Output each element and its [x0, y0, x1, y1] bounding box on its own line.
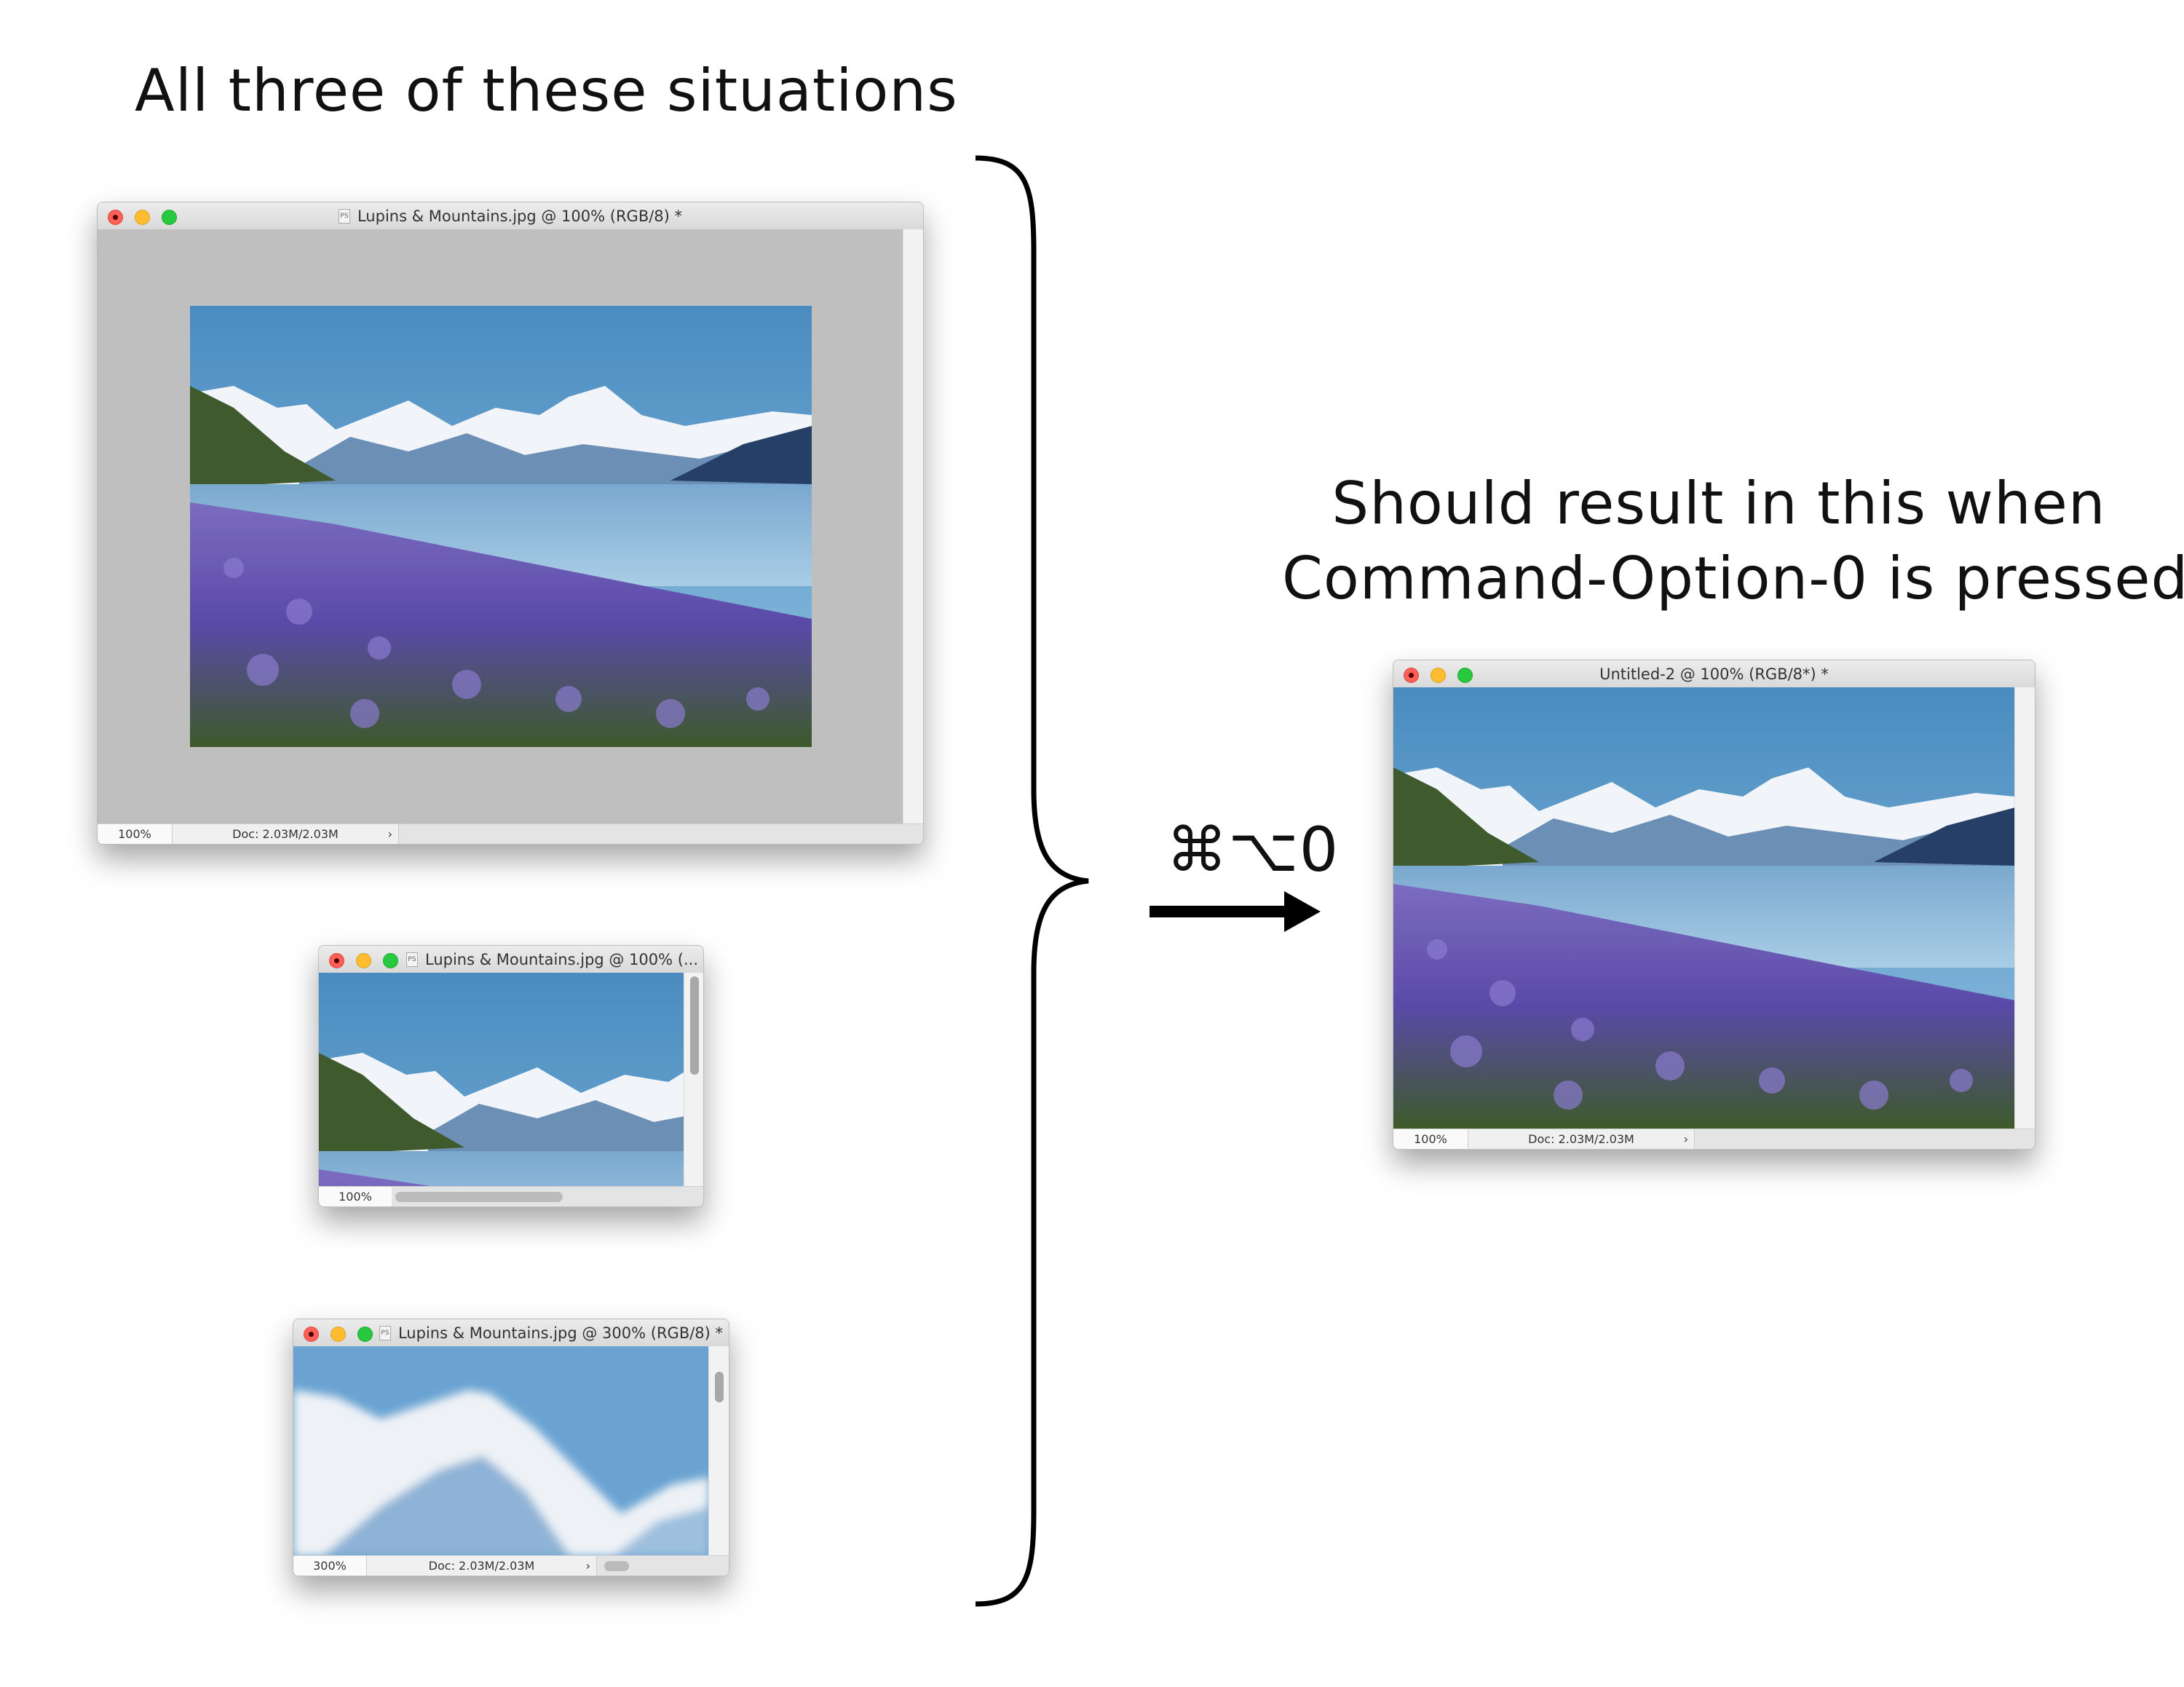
vertical-scrollbar[interactable]	[684, 973, 703, 1187]
zoom-level-field[interactable]: 100%	[1393, 1129, 1468, 1149]
minimize-icon[interactable]	[356, 953, 371, 968]
photo-canvas	[1393, 687, 2015, 1129]
status-bar: 100%	[319, 1186, 703, 1206]
status-bar: 300% Doc: 2.03M/2.03M ›	[293, 1555, 729, 1576]
photo-canvas	[190, 306, 812, 747]
scroll-thumb[interactable]	[690, 976, 699, 1075]
zoom-level-field[interactable]: 100%	[319, 1187, 392, 1206]
caption-right-line1: Should result in this when	[1332, 470, 2106, 537]
shortcut-label: ⌘⌥0	[1166, 814, 1340, 885]
window-titlebar[interactable]: PS Lupins & Mountains.jpg @ 100% (...	[319, 946, 703, 974]
doc-size-text: Doc: 2.03M/2.03M	[232, 827, 339, 841]
caption-right-line2: Command-Option-0 is pressed.	[1282, 545, 2184, 612]
status-bar: 100% Doc: 2.03M/2.03M ›	[1393, 1129, 2035, 1149]
document-window-300: PS Lupins & Mountains.jpg @ 300% (RGB/8)…	[293, 1319, 729, 1576]
window-titlebar[interactable]: PS Lupins & Mountains.jpg @ 300% (RGB/8)…	[293, 1319, 729, 1348]
doc-size-text: Doc: 2.03M/2.03M	[428, 1559, 535, 1573]
zoom-level-field[interactable]: 300%	[293, 1556, 367, 1576]
close-icon[interactable]	[108, 210, 123, 225]
document-window-fit: PS Lupins & Mountains.jpg @ 100% (RGB/8)…	[97, 202, 924, 845]
horizontal-scrollbar[interactable]	[395, 1191, 563, 1202]
brace-icon	[975, 155, 1089, 1607]
window-titlebar[interactable]: PS Lupins & Mountains.jpg @ 100% (RGB/8)…	[98, 202, 923, 231]
chevron-right-icon[interactable]: ›	[585, 1559, 590, 1573]
zoom-icon[interactable]	[1457, 668, 1473, 683]
horizontal-scrollbar[interactable]	[604, 1560, 629, 1571]
window-title: Lupins & Mountains.jpg @ 100% (...	[425, 950, 699, 968]
close-icon[interactable]	[304, 1327, 319, 1342]
close-icon[interactable]	[1404, 668, 1419, 683]
close-icon[interactable]	[329, 953, 344, 968]
zoom-level-field[interactable]: 100%	[98, 824, 173, 844]
zoom-icon[interactable]	[383, 953, 398, 968]
window-title: Lupins & Mountains.jpg @ 100% (RGB/8) *	[357, 207, 683, 225]
photo-canvas	[293, 1346, 709, 1556]
chevron-right-icon[interactable]: ›	[1683, 1132, 1688, 1146]
caption-right: Should result in this when Command-Optio…	[1282, 466, 2184, 616]
doc-size-text: Doc: 2.03M/2.03M	[1528, 1132, 1634, 1146]
photo-canvas	[319, 973, 684, 1187]
caption-left: All three of these situations	[135, 57, 958, 125]
minimize-icon[interactable]	[331, 1327, 346, 1342]
zoom-icon[interactable]	[162, 210, 177, 225]
document-window-result: Untitled-2 @ 100% (RGB/8*) * 100% Doc: 2…	[1393, 660, 2035, 1150]
window-titlebar[interactable]: Untitled-2 @ 100% (RGB/8*) *	[1393, 660, 2035, 689]
vertical-scrollbar[interactable]	[2014, 687, 2035, 1129]
minimize-icon[interactable]	[135, 210, 150, 225]
chevron-right-icon[interactable]: ›	[387, 827, 392, 841]
right-arrow-icon	[1150, 891, 1321, 932]
vertical-scrollbar[interactable]	[903, 229, 923, 824]
zoom-icon[interactable]	[357, 1327, 373, 1342]
status-bar: 100% Doc: 2.03M/2.03M ›	[98, 823, 923, 844]
doc-size-info[interactable]: Doc: 2.03M/2.03M ›	[1468, 1129, 1695, 1149]
scroll-thumb[interactable]	[715, 1372, 724, 1402]
vertical-scrollbar[interactable]	[708, 1346, 729, 1556]
doc-size-info[interactable]: Doc: 2.03M/2.03M ›	[367, 1556, 597, 1576]
document-icon: PS	[406, 952, 418, 967]
minimize-icon[interactable]	[1431, 668, 1446, 683]
doc-size-info[interactable]: Doc: 2.03M/2.03M ›	[173, 824, 399, 844]
window-title: Lupins & Mountains.jpg @ 300% (RGB/8) *	[397, 1324, 724, 1342]
document-icon: PS	[338, 208, 350, 224]
document-window-small: PS Lupins & Mountains.jpg @ 100% (... 10…	[318, 945, 704, 1207]
document-icon: PS	[379, 1325, 391, 1340]
window-title: Untitled-2 @ 100% (RGB/8*) *	[1599, 665, 1829, 683]
